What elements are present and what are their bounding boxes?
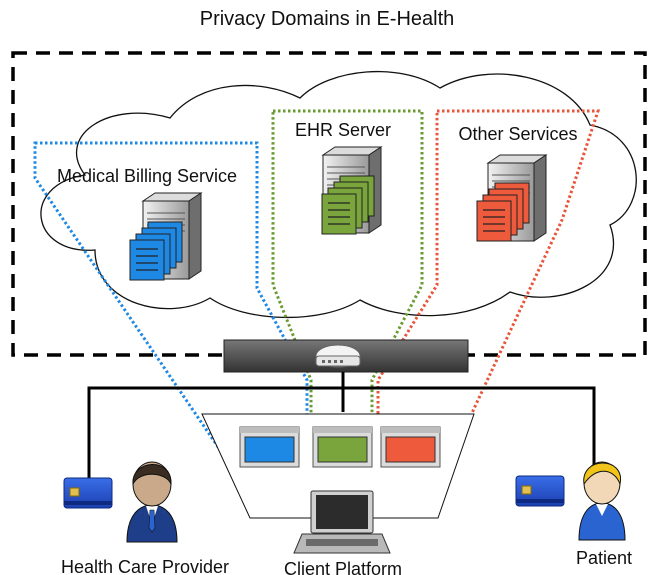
diagram-title: Privacy Domains in E-Health — [200, 8, 455, 30]
patient-label: Patient — [576, 548, 632, 568]
provider-person-icon — [126, 461, 178, 543]
router-icon — [315, 344, 361, 368]
client-platform-label: Client Platform — [284, 559, 402, 575]
laptop-icon — [293, 490, 391, 554]
other-services-label: Other Services — [458, 124, 577, 144]
provider-smart-card-icon — [63, 477, 113, 509]
patient-person-icon — [578, 461, 626, 541]
ehr-domain-outline — [271, 109, 424, 490]
provider-label: Health Care Provider — [61, 557, 229, 575]
ehr-server-label: EHR Server — [295, 120, 391, 140]
billing-service-label: Medical Billing Service — [57, 166, 237, 186]
billing-window-icon — [239, 426, 300, 468]
patient-smart-card-icon — [515, 475, 565, 507]
ehr-window-icon — [312, 426, 373, 468]
other-window-icon — [380, 426, 441, 468]
network-connections — [87, 372, 596, 478]
